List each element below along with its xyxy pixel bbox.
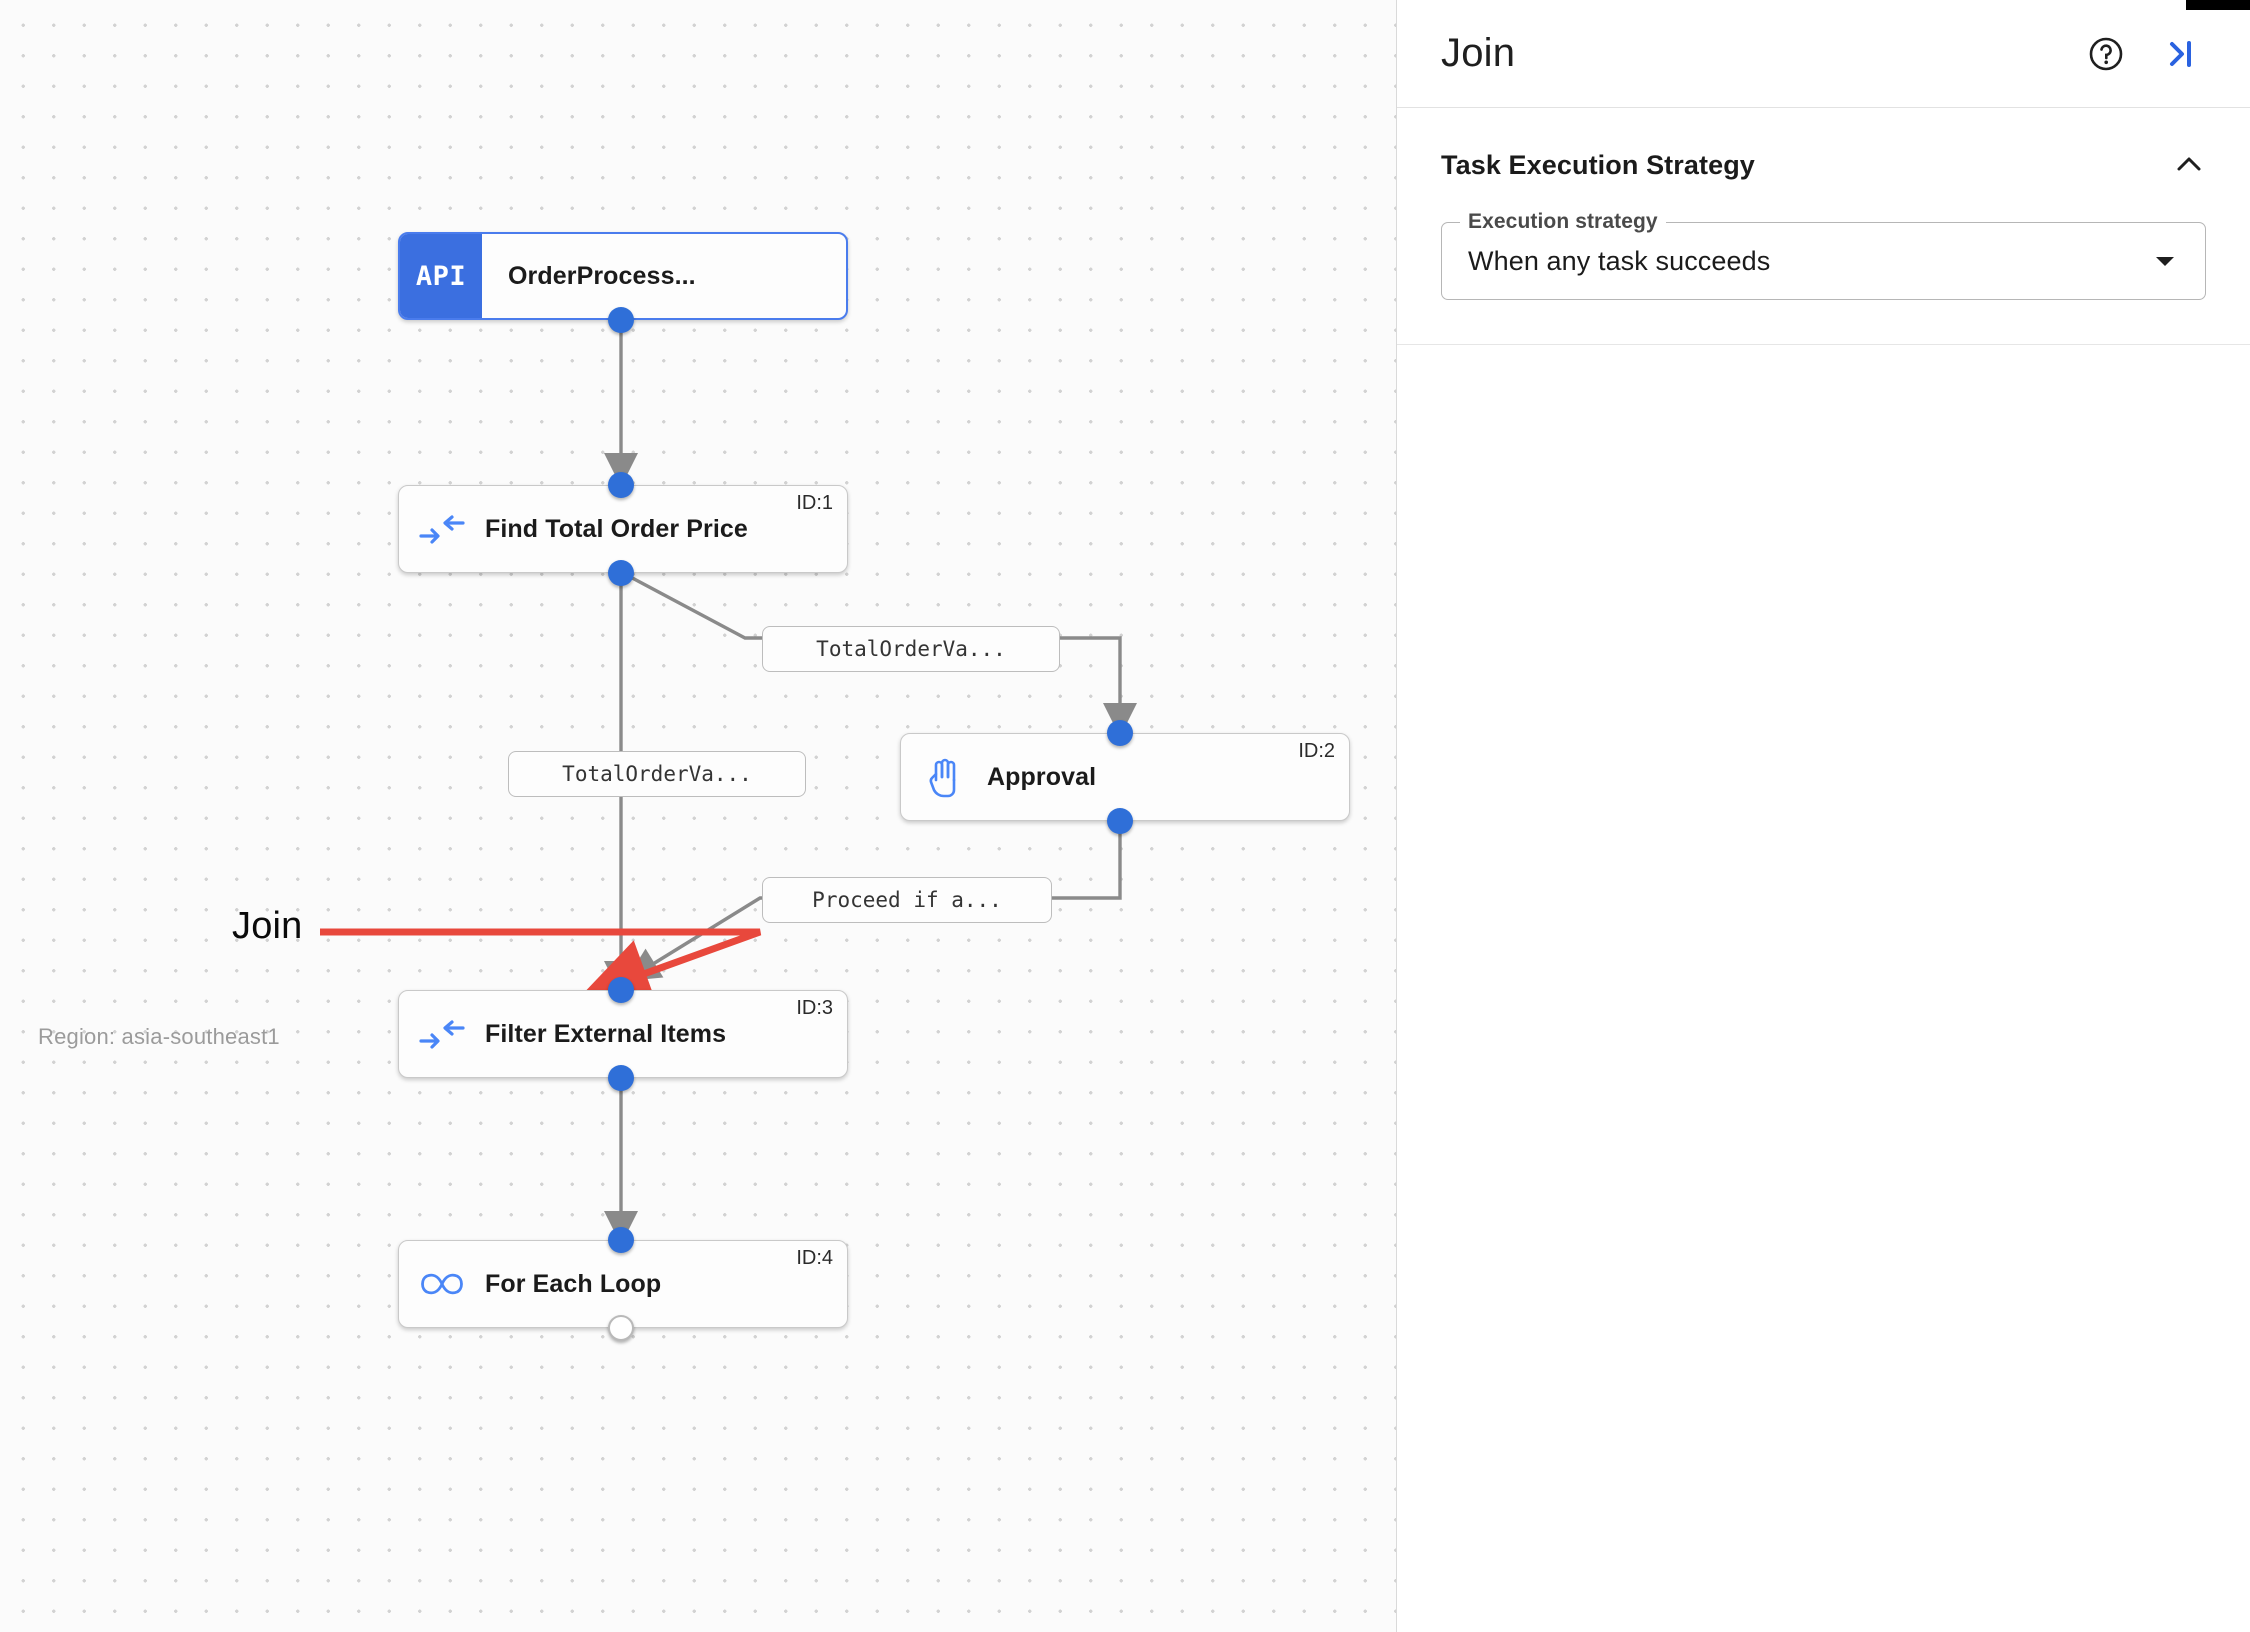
node-approval[interactable]: Approval ID:2 xyxy=(900,733,1350,821)
section-title: Task Execution Strategy xyxy=(1441,149,1755,180)
chevron-up-icon[interactable] xyxy=(2172,148,2206,182)
port-out-for-each-loop[interactable] xyxy=(608,1315,634,1341)
node-title: Approval xyxy=(987,762,1097,791)
workflow-canvas[interactable]: Join API OrderProcess... Fin xyxy=(0,0,1396,1632)
port-out-find-total[interactable] xyxy=(608,560,634,586)
node-order-process[interactable]: API OrderProcess... xyxy=(398,232,848,320)
port-in-for-each-loop[interactable] xyxy=(608,1227,634,1253)
api-chip-icon: API xyxy=(400,234,482,318)
panel-header: Join xyxy=(1397,0,2250,108)
annotation-label-join: Join xyxy=(232,905,303,947)
chevron-down-icon[interactable] xyxy=(2151,247,2179,275)
converge-arrows-icon xyxy=(399,1019,485,1049)
node-find-total-order-price[interactable]: Find Total Order Price ID:1 xyxy=(398,485,848,573)
node-title: OrderProcess... xyxy=(508,261,696,290)
port-in-filter-external[interactable] xyxy=(608,977,634,1003)
port-in-approval[interactable] xyxy=(1107,720,1133,746)
node-id-badge: ID:1 xyxy=(796,492,833,514)
edge-label-proceed-if-approved[interactable]: Proceed if a... xyxy=(762,877,1052,923)
node-id-badge: ID:2 xyxy=(1298,740,1335,762)
properties-panel: Join Task Execution Strategy xyxy=(1396,0,2250,1632)
node-id-badge: ID:3 xyxy=(796,997,833,1019)
node-title: Filter External Items xyxy=(485,1019,727,1048)
collapse-right-icon[interactable] xyxy=(2154,28,2206,80)
help-circle-icon[interactable] xyxy=(2080,28,2132,80)
execution-strategy-select[interactable]: Execution strategy When any task succeed… xyxy=(1441,210,2206,300)
edge-label-total-order-value-right[interactable]: TotalOrderVa... xyxy=(762,626,1060,672)
region-label: Region: asia-southeast1 xyxy=(38,1024,280,1049)
panel-title: Join xyxy=(1441,31,1516,75)
execution-strategy-label: Execution strategy xyxy=(1460,210,1666,234)
infinity-icon xyxy=(399,1271,485,1297)
task-execution-strategy-section: Task Execution Strategy Execution strate… xyxy=(1397,108,2250,345)
node-title: Find Total Order Price xyxy=(485,514,748,543)
api-badge-label: API xyxy=(415,260,467,292)
hand-icon xyxy=(901,756,987,798)
node-for-each-loop[interactable]: For Each Loop ID:4 xyxy=(398,1240,848,1328)
port-out-filter-external[interactable] xyxy=(608,1065,634,1091)
port-out-approval[interactable] xyxy=(1107,808,1133,834)
port-out-order-process[interactable] xyxy=(608,307,634,333)
port-in-find-total[interactable] xyxy=(608,472,634,498)
node-title: For Each Loop xyxy=(485,1269,662,1298)
section-header[interactable]: Task Execution Strategy xyxy=(1441,148,2206,182)
node-id-badge: ID:4 xyxy=(796,1247,833,1269)
window-edge-strip xyxy=(2186,0,2250,10)
edge-label-total-order-value-left[interactable]: TotalOrderVa... xyxy=(508,751,806,797)
node-filter-external-items[interactable]: Filter External Items ID:3 xyxy=(398,990,848,1078)
execution-strategy-value: When any task succeeds xyxy=(1468,245,1771,276)
converge-arrows-icon xyxy=(399,514,485,544)
